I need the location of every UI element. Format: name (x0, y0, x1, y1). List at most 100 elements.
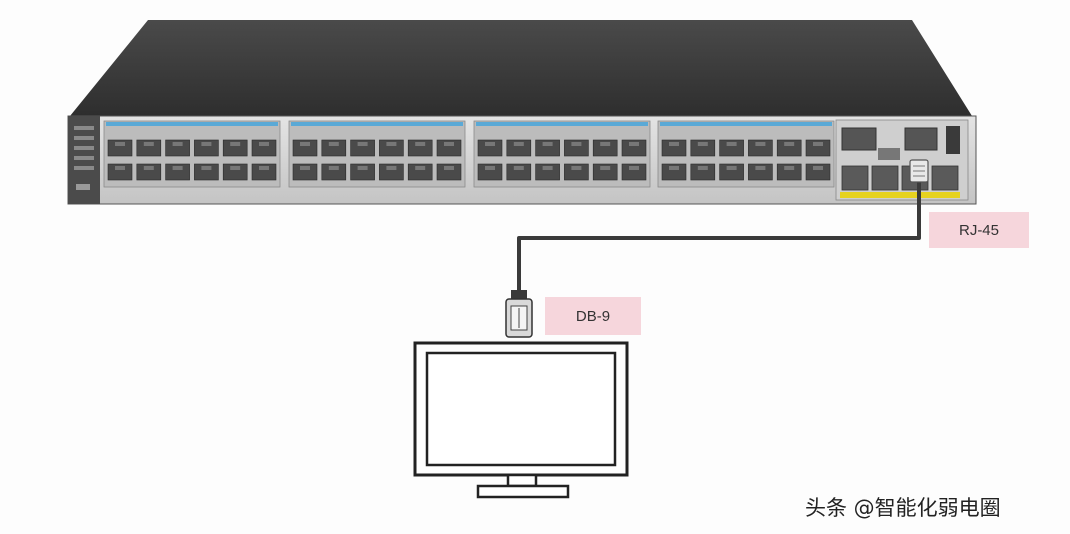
ethernet-port-latch (542, 142, 553, 146)
ethernet-port-latch (784, 166, 795, 170)
ethernet-port (506, 139, 532, 157)
ethernet-port-latch (542, 166, 553, 170)
ethernet-port-latch (600, 142, 611, 146)
ethernet-port (535, 163, 560, 181)
ethernet-port-latch (697, 142, 708, 146)
ethernet-port-groups (103, 120, 835, 188)
power-indicator (946, 126, 960, 154)
ethernet-port (748, 163, 773, 181)
ethernet-port-latch (485, 166, 495, 170)
status-led (74, 146, 94, 150)
ethernet-port (107, 163, 133, 181)
ethernet-port-latch (115, 142, 125, 146)
ethernet-port (805, 163, 831, 181)
ethernet-port (350, 139, 375, 157)
ethernet-port-latch (513, 166, 524, 170)
ethernet-port-latch (784, 142, 795, 146)
ethernet-port-latch (571, 166, 582, 170)
ethernet-port (292, 163, 318, 181)
ethernet-port-latch (143, 166, 154, 170)
ethernet-port-latch (230, 166, 241, 170)
ethernet-port-latch (726, 142, 737, 146)
ethernet-port (564, 139, 589, 157)
ethernet-port (350, 163, 375, 181)
console-cable (505, 159, 929, 338)
port-group-accent (106, 122, 278, 126)
ethernet-port (592, 139, 618, 157)
ethernet-port (690, 139, 716, 157)
status-led (74, 166, 94, 170)
ethernet-port (661, 163, 687, 181)
ethernet-port-latch (115, 166, 125, 170)
ethernet-port-latch (629, 142, 639, 146)
ethernet-port (407, 139, 433, 157)
sfp-port (871, 165, 899, 191)
monitor-base (476, 484, 570, 499)
management-port (904, 127, 938, 151)
ethernet-port-latch (201, 142, 212, 146)
ethernet-port (194, 139, 219, 157)
rj45-connector (909, 159, 929, 183)
ethernet-port (621, 139, 647, 157)
ethernet-port-latch (444, 166, 454, 170)
ethernet-port-latch (230, 142, 241, 146)
switch-top-panel (70, 20, 972, 116)
ethernet-port-latch (755, 166, 766, 170)
usb-port (878, 148, 900, 160)
ethernet-port (477, 163, 503, 181)
ethernet-port-latch (600, 166, 611, 170)
watermark-text: 头条 @智能化弱电圈 (805, 496, 1001, 520)
port-group-frame (288, 120, 466, 188)
ethernet-port-latch (513, 142, 524, 146)
ethernet-port (165, 139, 190, 157)
sfp-port (931, 165, 959, 191)
port-group (473, 120, 651, 188)
ethernet-port-latch (415, 166, 426, 170)
ethernet-port (535, 139, 560, 157)
ethernet-port (165, 163, 190, 181)
rj45-label: RJ-45 (929, 212, 1029, 248)
port-group (103, 120, 281, 188)
port-group-accent (660, 122, 832, 126)
monitor-neck (506, 473, 538, 488)
ethernet-port-latch (300, 142, 310, 146)
ethernet-port (222, 139, 248, 157)
ethernet-port-latch (300, 166, 310, 170)
ethernet-port (477, 139, 503, 157)
ethernet-port-latch (813, 166, 823, 170)
port-group-accent (291, 122, 463, 126)
ethernet-port-latch (259, 166, 269, 170)
ethernet-port-latch (669, 166, 679, 170)
ethernet-port (719, 139, 744, 157)
port-group-frame (103, 120, 281, 188)
port-group (288, 120, 466, 188)
ethernet-port (321, 163, 347, 181)
sfp-port (841, 165, 869, 191)
ethernet-port-latch (386, 166, 397, 170)
ethernet-port (136, 139, 162, 157)
bezel-status-leds (74, 126, 94, 190)
ethernet-port (436, 163, 462, 181)
ethernet-port (379, 163, 404, 181)
status-led (74, 126, 94, 130)
network-switch (67, 20, 977, 205)
ethernet-port-latch (259, 142, 269, 146)
ethernet-port (292, 139, 318, 157)
ethernet-port-latch (386, 142, 397, 146)
ethernet-port (592, 163, 618, 181)
ethernet-port-latch (415, 142, 426, 146)
ethernet-port (805, 139, 831, 157)
port-group-accent (476, 122, 648, 126)
ethernet-port-latch (755, 142, 766, 146)
ethernet-port (690, 163, 716, 181)
ethernet-port-latch (172, 142, 183, 146)
ethernet-port-latch (629, 166, 639, 170)
ethernet-port-latch (201, 166, 212, 170)
ethernet-port (321, 139, 347, 157)
ethernet-port-latch (669, 142, 679, 146)
ethernet-port-latch (143, 142, 154, 146)
monitor-screen (425, 351, 617, 467)
ethernet-port (621, 163, 647, 181)
ethernet-port (407, 163, 433, 181)
